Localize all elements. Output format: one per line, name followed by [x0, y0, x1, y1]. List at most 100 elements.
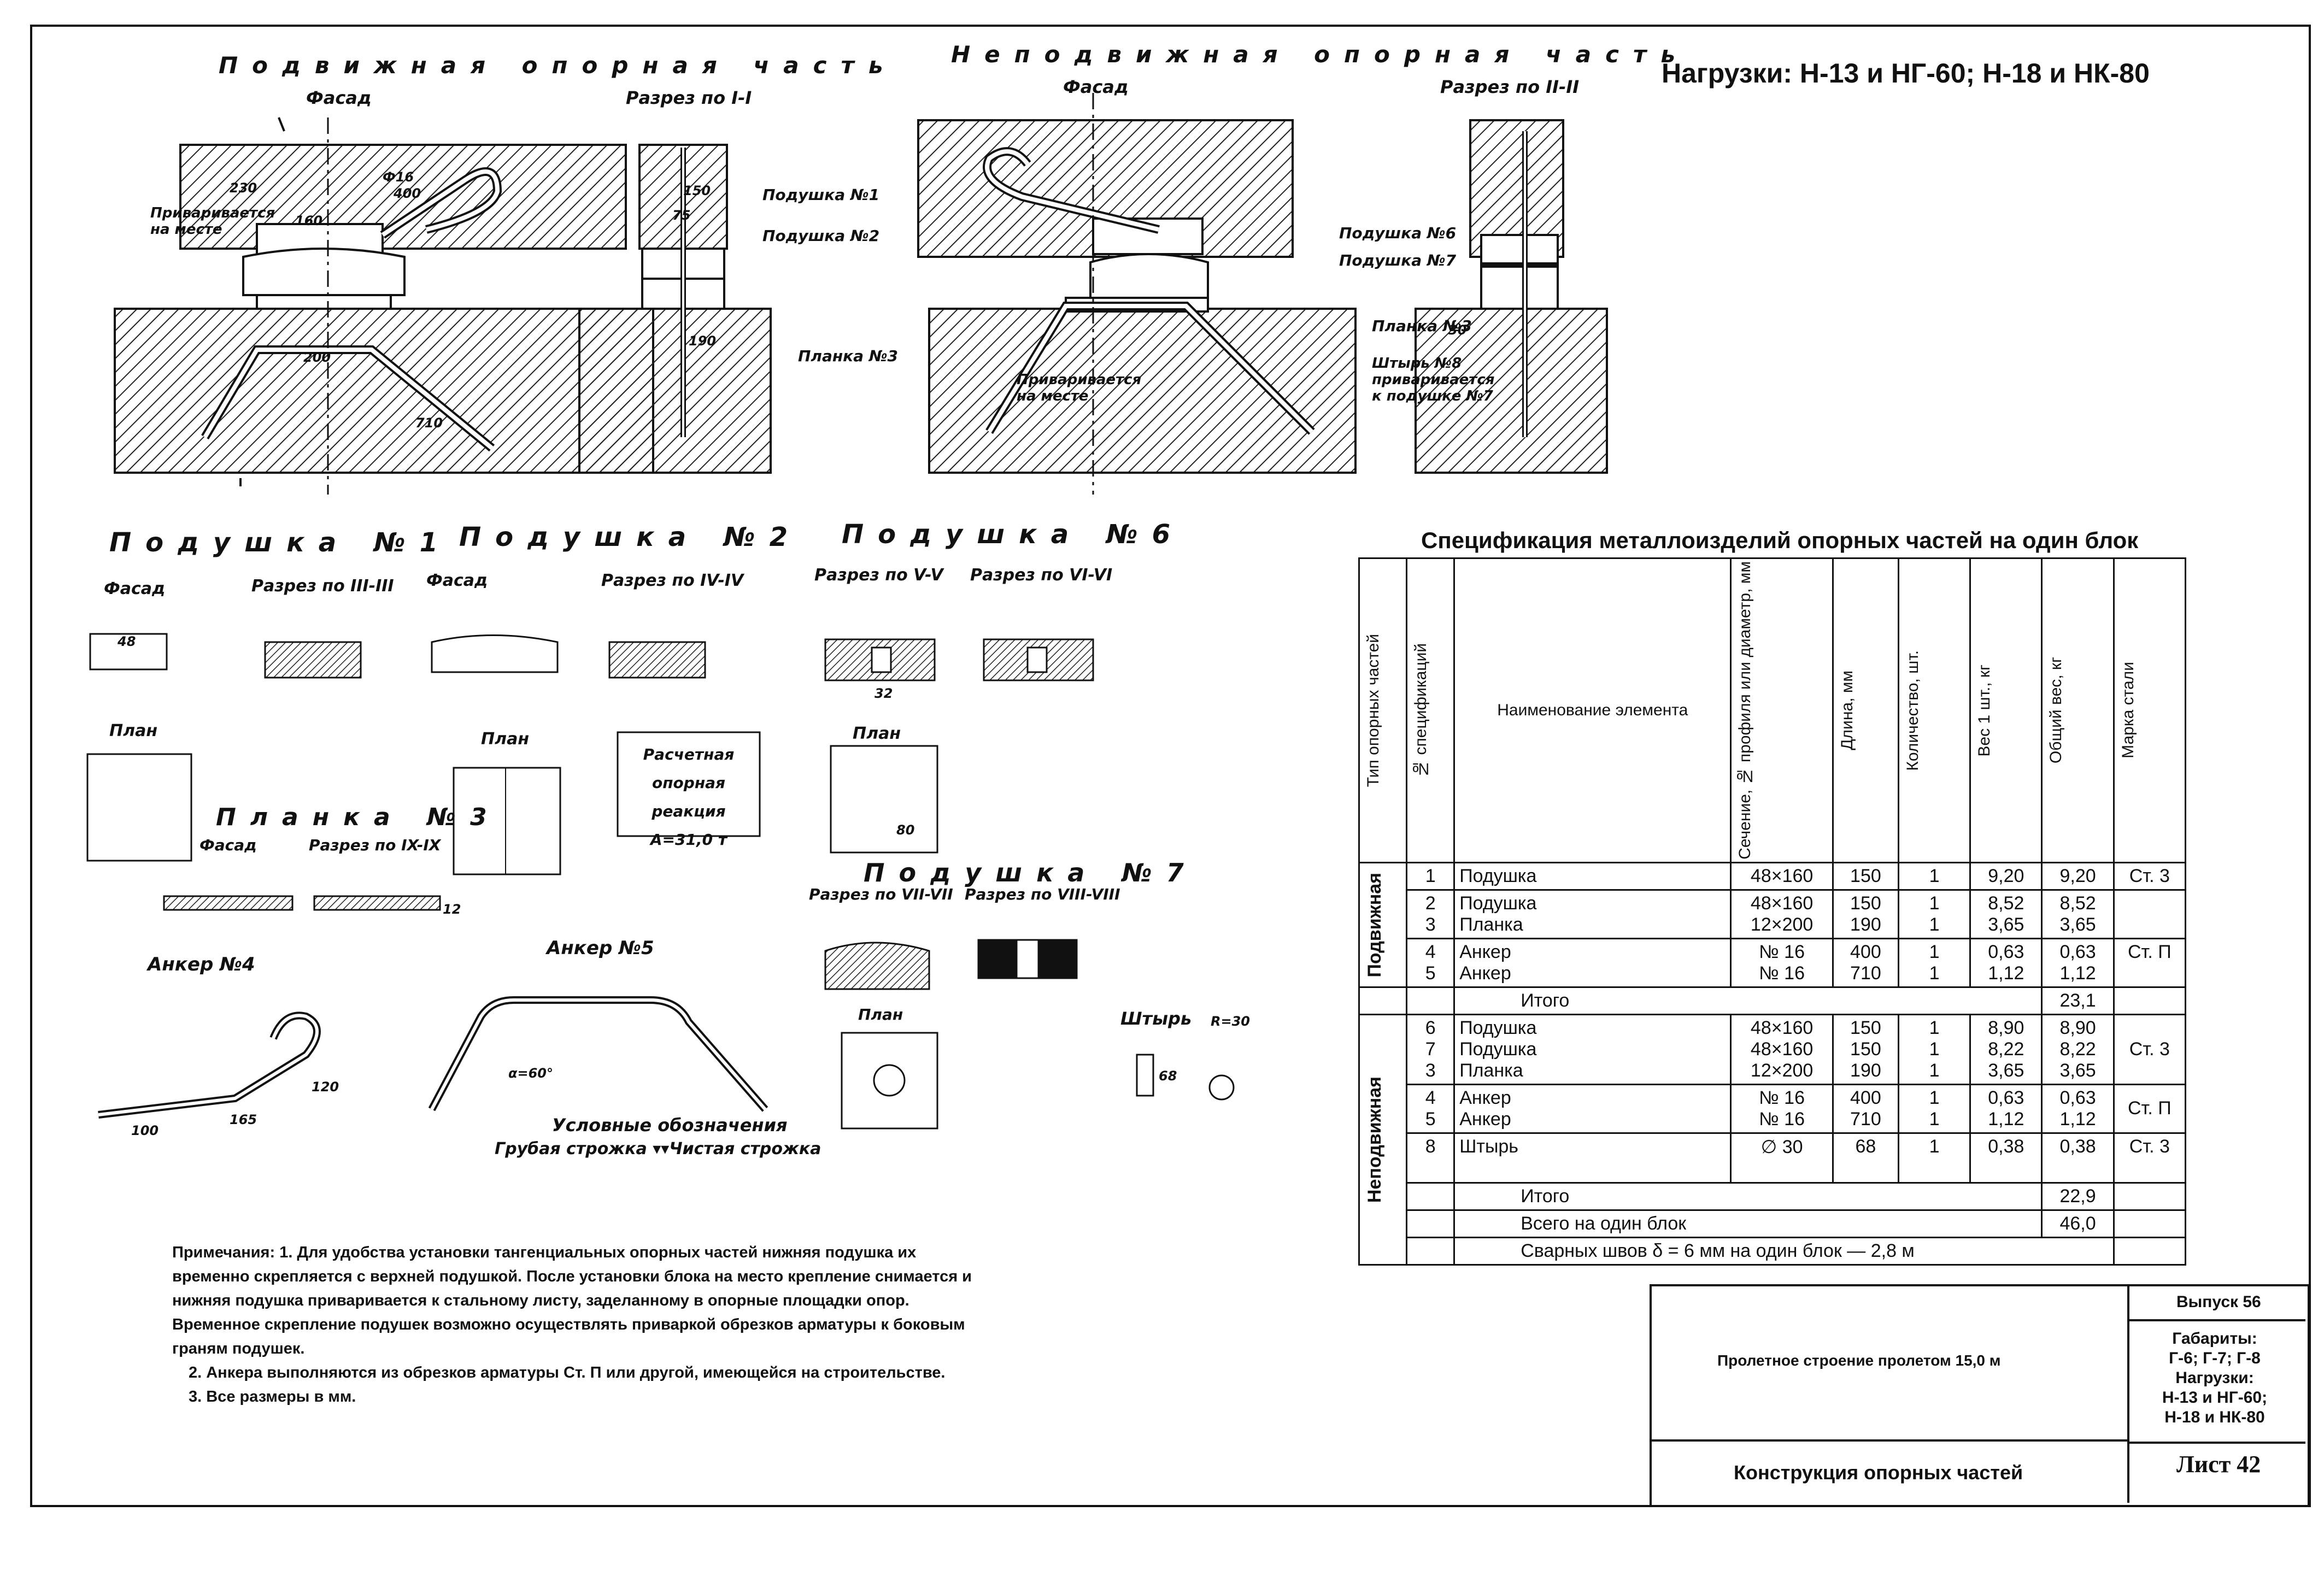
- fixed-section-2: [1415, 119, 1608, 474]
- anchor-details: [98, 996, 768, 1119]
- cell: [2112, 1181, 2187, 1211]
- label-section-2: Разрез по II-II: [1440, 77, 1580, 97]
- cell: [1358, 986, 1408, 1015]
- dim-165: 165: [230, 1112, 257, 1127]
- label-plan-pad1: План: [109, 721, 158, 740]
- callout-pin-note: Штырь №8 приваривается к подушке №7: [1372, 355, 1495, 404]
- stamp-sheet-title-cell: [1652, 1442, 2129, 1503]
- dim-30: 30: [1448, 322, 1467, 338]
- reaction-box: [617, 731, 761, 837]
- cell: 48×160: [1730, 861, 1834, 891]
- stamp-gabarity-val: Г-6; Г-7; Г-8: [2169, 1349, 2261, 1367]
- pad-6-details: [824, 638, 1094, 854]
- dim-160: 160: [295, 213, 323, 228]
- cell: 9,20: [2041, 861, 2115, 891]
- movable-facade-view: [114, 117, 654, 495]
- label-facade-movable: Фасад: [306, 87, 372, 108]
- dim-120: 120: [312, 1079, 339, 1095]
- cell: [1406, 1209, 1456, 1238]
- stamp-params: Габариты: Г-6; Г-7; Г-8 Нагрузки: Н-13 и…: [2133, 1329, 2297, 1427]
- label-plan-pad7: План: [858, 1005, 903, 1024]
- cell: [1406, 1181, 1456, 1211]
- legend-text: Грубая строжка ▾▾Чистая строжка: [495, 1139, 821, 1158]
- label-section-6: Разрез по VI-VI: [970, 566, 1113, 585]
- stamp-divider: [2129, 1442, 2305, 1444]
- dim-100: 100: [131, 1123, 159, 1138]
- pad-2-details: [431, 634, 706, 875]
- title-anchor-5: Анкер №5: [547, 937, 654, 959]
- label-section-8: Разрез по VIII-VIII: [965, 885, 1120, 903]
- title-pad-7: Подушка №7: [864, 858, 1198, 887]
- spec-type-fixed: Неподвижная: [1358, 1013, 1408, 1266]
- dim-phi16: Ф16: [383, 169, 414, 185]
- cell: Ст. П: [2112, 1083, 2187, 1134]
- dim-12: 12: [443, 902, 461, 917]
- notes-block: Примечания: 1. Для удобства установки та…: [172, 1240, 987, 1409]
- dim-32: 32: [875, 686, 893, 701]
- spec-header-row: Тип опорных частей № спецификаций Наимен…: [1358, 557, 2187, 863]
- title-pin: Штырь: [1120, 1008, 1192, 1029]
- label-plan-pad6: План: [853, 724, 901, 743]
- label-section-4: Разрез по IV-IV: [601, 571, 744, 590]
- dim-alpha60: α=60°: [508, 1066, 553, 1081]
- callout-welded-on-site: Привариваетcя на месте: [150, 205, 275, 238]
- label-section-3: Разрез по III-III: [251, 577, 394, 596]
- cell: Ст. П: [2112, 937, 2187, 988]
- dim-80: 80: [896, 822, 915, 838]
- spec-type-movable: Подвижная: [1358, 861, 1408, 988]
- label-section-7: Разрез по VII-VII: [809, 885, 953, 903]
- dim-r30: R=30: [1211, 1014, 1250, 1029]
- legend-title: Условные обозначения: [552, 1115, 788, 1136]
- lower-concrete-block: [114, 308, 654, 474]
- cell: 9,20: [1969, 861, 2043, 891]
- stamp-issue-cell: [2129, 1286, 2305, 1321]
- stamp-loads-2: Н-18 и НК-80: [2164, 1408, 2265, 1426]
- pin-detail: [1136, 1054, 1235, 1101]
- note-3: 3. Все размеры в мм.: [189, 1388, 356, 1405]
- dim-200: 200: [303, 350, 331, 365]
- stamp-project: Пролетное строение пролетом 15,0 м: [1717, 1352, 2001, 1369]
- table-row-total: Итого 23,1: [1358, 986, 2187, 1015]
- cell: 1: [1897, 1132, 1971, 1184]
- cell: [2112, 1236, 2187, 1266]
- movable-section-1: [578, 144, 772, 474]
- spec-col-length: Длина, мм: [1832, 557, 1900, 863]
- label-facade-plate: Фасад: [199, 836, 257, 854]
- cell: ∅ 30: [1730, 1132, 1834, 1184]
- dim-75: 75: [672, 208, 691, 223]
- pad-lower: [242, 248, 406, 296]
- cell: 68: [1832, 1132, 1900, 1184]
- table-row: Подвижная 1 Подушка 48×160 150 1 9,20 9,…: [1358, 861, 2187, 988]
- loads-header: Нагрузки: Н-13 и НГ-60; Н-18 и НК-80: [1662, 58, 2150, 89]
- cell: Подушка: [1453, 861, 1732, 891]
- dim-710: 710: [415, 415, 443, 431]
- pad-7-details: [824, 939, 1078, 1130]
- title-pad-2: Подушка №2: [459, 522, 802, 552]
- cell: [2112, 1209, 2187, 1238]
- cell: 150: [1832, 861, 1900, 891]
- upper-concrete-block: [179, 144, 627, 250]
- cell: Ст. 3: [2112, 1013, 2187, 1085]
- title-pad-1: Подушка №1: [109, 527, 453, 558]
- cell: 22,9: [2041, 1181, 2115, 1211]
